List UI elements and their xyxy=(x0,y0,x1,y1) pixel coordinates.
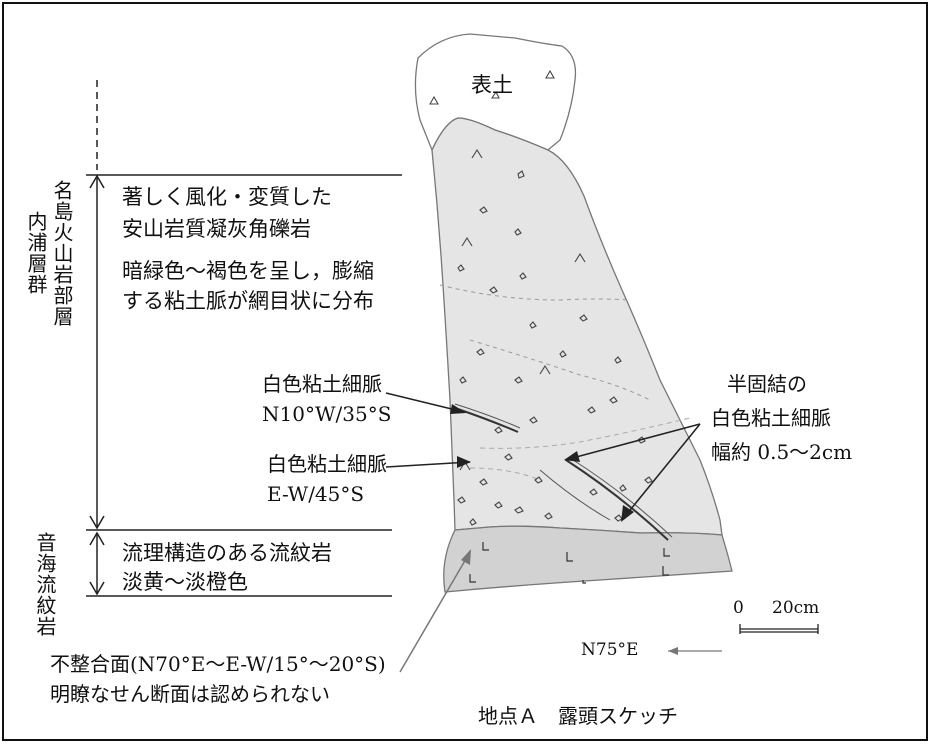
vein1-attitude: N10°W/35°S xyxy=(262,402,392,426)
volcanic-member-area xyxy=(431,117,723,536)
vein2-name: 白色粘土細脈 xyxy=(267,452,387,476)
member-label-rhyolite: 音海流紋岩 xyxy=(33,532,57,637)
rhyolite-desc-2: 淡黄～淡橙色 xyxy=(122,570,248,594)
rhyolite-desc-1: 流理構造のある流紋岩 xyxy=(122,541,332,565)
group-label: 内浦層群 xyxy=(24,211,48,295)
vein3-line-3: 幅約 0.5～2cm xyxy=(711,440,853,464)
vein3-line-2: 白色粘土細脈 xyxy=(711,406,831,430)
unconformity-line-1: 不整合面(N70°E～E-W/15°～20°S) xyxy=(50,652,386,676)
scale-zero: 0 xyxy=(733,598,744,618)
vein-2 xyxy=(565,459,669,541)
vein-3 xyxy=(539,469,611,521)
topsoil-label: 表土 xyxy=(471,73,513,97)
member-label-volcanic: 名島火山岩部層 xyxy=(50,180,74,327)
volcanic-desc-3: 暗緑色～褐色を呈し，膨縮 xyxy=(122,259,374,283)
figure-title: 地点Ａ 露頭スケッチ xyxy=(478,704,678,728)
unconformity-line-2: 明瞭なせん断面は認められない xyxy=(50,682,330,706)
volcanic-desc-1: 著しく風化・変質した xyxy=(122,185,332,209)
vein-1b xyxy=(454,403,521,429)
vein3-line-1: 半固結の xyxy=(727,372,807,396)
scale-length: 20cm xyxy=(772,598,820,618)
rhyolite-area xyxy=(443,525,733,593)
volcanic-desc-2: 安山岩質凝灰角礫岩 xyxy=(122,217,311,241)
vein2-attitude: E-W/45°S xyxy=(267,482,365,506)
vein-2b xyxy=(569,457,673,538)
volcanic-desc-4: する粘土脈が網目状に分布 xyxy=(122,289,374,313)
vein1-name: 白色粘土細脈 xyxy=(262,372,382,396)
direction-label: N75°E xyxy=(581,640,639,660)
